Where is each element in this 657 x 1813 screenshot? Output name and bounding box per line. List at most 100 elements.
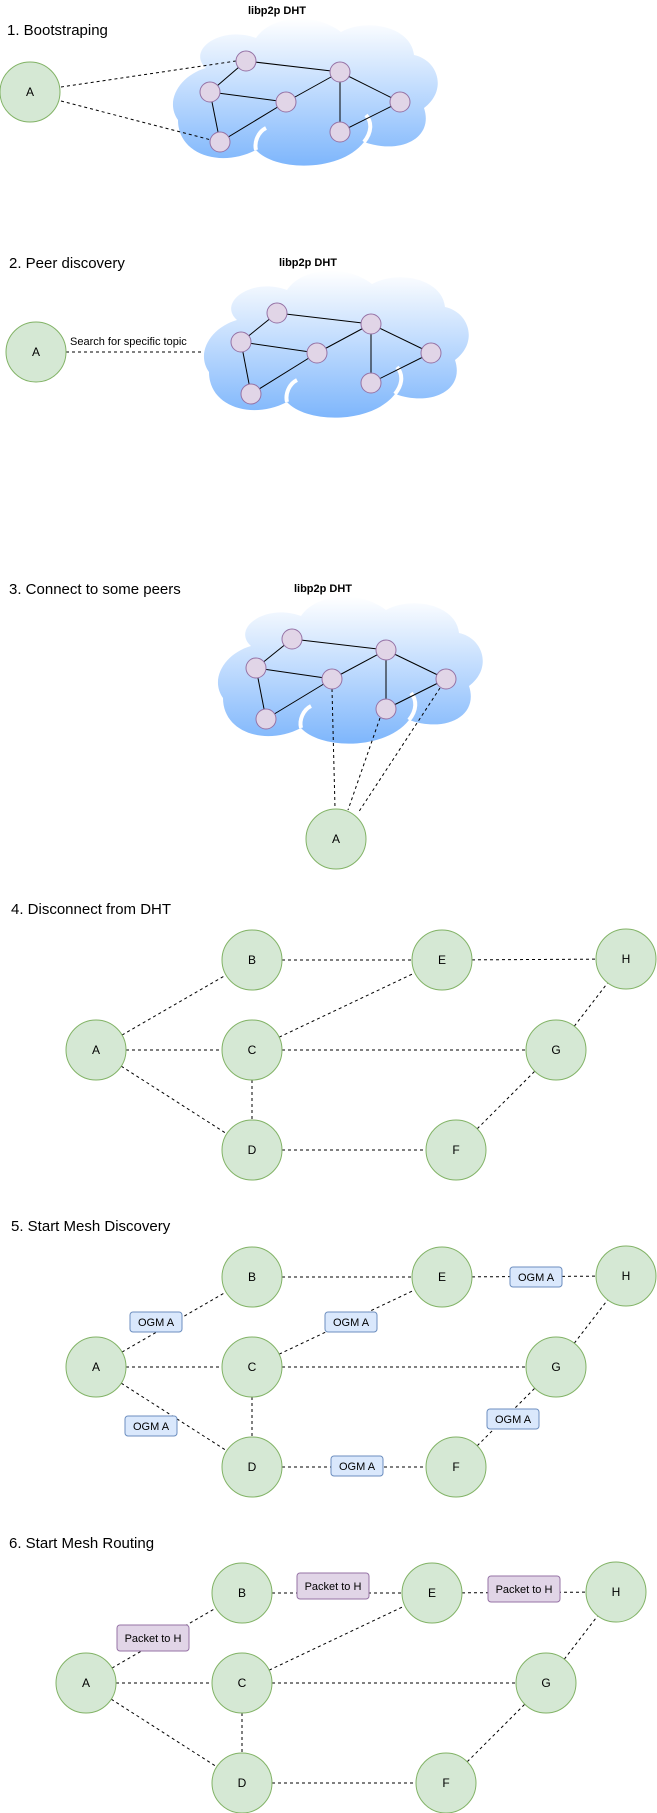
- node-label: H: [622, 952, 631, 966]
- mesh-link-e-h: [471, 958, 597, 961]
- dht-peer: [306, 342, 328, 364]
- dht-link: [385, 649, 447, 680]
- mesh-link-a-d: [110, 1698, 218, 1768]
- dht-link: [209, 91, 287, 103]
- node-c: [211, 1652, 273, 1714]
- node-label: D: [248, 1143, 257, 1157]
- cloud-title: libp2p DHT: [294, 583, 352, 595]
- cloud-fold: [298, 704, 313, 729]
- node-a: [55, 1652, 117, 1714]
- ogm-message: [486, 1408, 540, 1430]
- dht-peer: [245, 657, 267, 679]
- mesh-link-g-h: [563, 1615, 599, 1660]
- dht-peer: [255, 708, 277, 730]
- search-label: Search for specific topic: [70, 336, 187, 348]
- ogm-message: [330, 1455, 384, 1477]
- node-a: [5, 321, 67, 383]
- node-label: B: [248, 953, 256, 967]
- ogm-message: [324, 1311, 378, 1333]
- node-label: G: [551, 1360, 560, 1374]
- mesh-link-g-h: [573, 1299, 609, 1344]
- cloud-fold: [407, 691, 418, 722]
- dht-peer: [281, 628, 303, 650]
- dht-peer: [266, 302, 288, 324]
- node-h: [595, 1245, 657, 1307]
- dht-link: [291, 638, 387, 651]
- mesh-link-a-b: [121, 974, 227, 1036]
- dht-peer: [230, 331, 252, 353]
- dht-peer: [235, 50, 257, 72]
- node-label: F: [452, 1143, 459, 1157]
- section-title: 6. Start Mesh Routing: [9, 1535, 154, 1552]
- dht-link: [385, 678, 447, 710]
- message-label: Packet to H: [125, 1633, 182, 1645]
- message-label: OGM A: [333, 1317, 370, 1329]
- message-label: Packet to H: [305, 1581, 362, 1593]
- node-label: E: [438, 1270, 446, 1284]
- message-label: OGM A: [518, 1272, 555, 1284]
- dht-peer: [389, 91, 411, 113]
- dht-peer: [360, 372, 382, 394]
- node-a: [305, 808, 367, 870]
- node-label: E: [438, 953, 446, 967]
- node-d: [211, 1752, 273, 1813]
- node-d: [221, 1436, 283, 1498]
- node-label: F: [452, 1460, 459, 1474]
- mesh-link-c-e: [268, 1605, 406, 1671]
- dht-peer: [375, 639, 397, 661]
- dht-peer: [209, 131, 231, 153]
- dht-link: [276, 312, 372, 325]
- node-label: D: [248, 1460, 257, 1474]
- node-label: A: [332, 832, 340, 846]
- dht-peers: [230, 302, 442, 405]
- node-a: [0, 61, 61, 123]
- dht-peers: [199, 50, 411, 153]
- message-label: OGM A: [138, 1317, 175, 1329]
- node-f: [425, 1436, 487, 1498]
- cloud-fold: [253, 126, 268, 151]
- node-label: A: [92, 1043, 100, 1057]
- cloud-fold: [362, 113, 373, 144]
- ogm-message: [129, 1311, 183, 1333]
- node-a: [65, 1336, 127, 1398]
- section-title: 3. Connect to some peers: [9, 581, 181, 598]
- node-b: [221, 929, 283, 991]
- node-label: F: [442, 1776, 449, 1790]
- node-label: G: [541, 1676, 550, 1690]
- node-b: [221, 1246, 283, 1308]
- section-peer-discovery: 2. Peer discovery libp2p DHT Search for …: [5, 255, 469, 418]
- section-title: 1. Bootstraping: [7, 22, 108, 39]
- node-label: D: [238, 1776, 247, 1790]
- node-label: B: [238, 1586, 246, 1600]
- node-a: [65, 1019, 127, 1081]
- node-g: [525, 1019, 587, 1081]
- dht-peer: [199, 81, 221, 103]
- node-label: E: [428, 1586, 436, 1600]
- node-d: [221, 1119, 283, 1181]
- message-label: OGM A: [495, 1414, 532, 1426]
- node-f: [415, 1752, 477, 1813]
- mesh-link-f-g: [476, 1070, 536, 1130]
- node-c: [221, 1019, 283, 1081]
- node-label: C: [238, 1676, 247, 1690]
- dht-peer: [329, 121, 351, 143]
- mesh-link-g-h: [573, 982, 609, 1027]
- node-label: A: [92, 1360, 100, 1374]
- dht-peer: [240, 383, 262, 405]
- node-h: [585, 1561, 647, 1623]
- packet-message: [296, 1572, 370, 1600]
- dht-link: [250, 352, 318, 395]
- dht-link: [245, 60, 341, 73]
- mesh-link-a-d: [120, 1065, 228, 1135]
- node-b: [211, 1562, 273, 1624]
- dht-peer: [329, 61, 351, 83]
- dht-peer: [435, 668, 457, 690]
- dht-peers: [245, 628, 457, 730]
- node-label: B: [248, 1270, 256, 1284]
- node-f: [425, 1119, 487, 1181]
